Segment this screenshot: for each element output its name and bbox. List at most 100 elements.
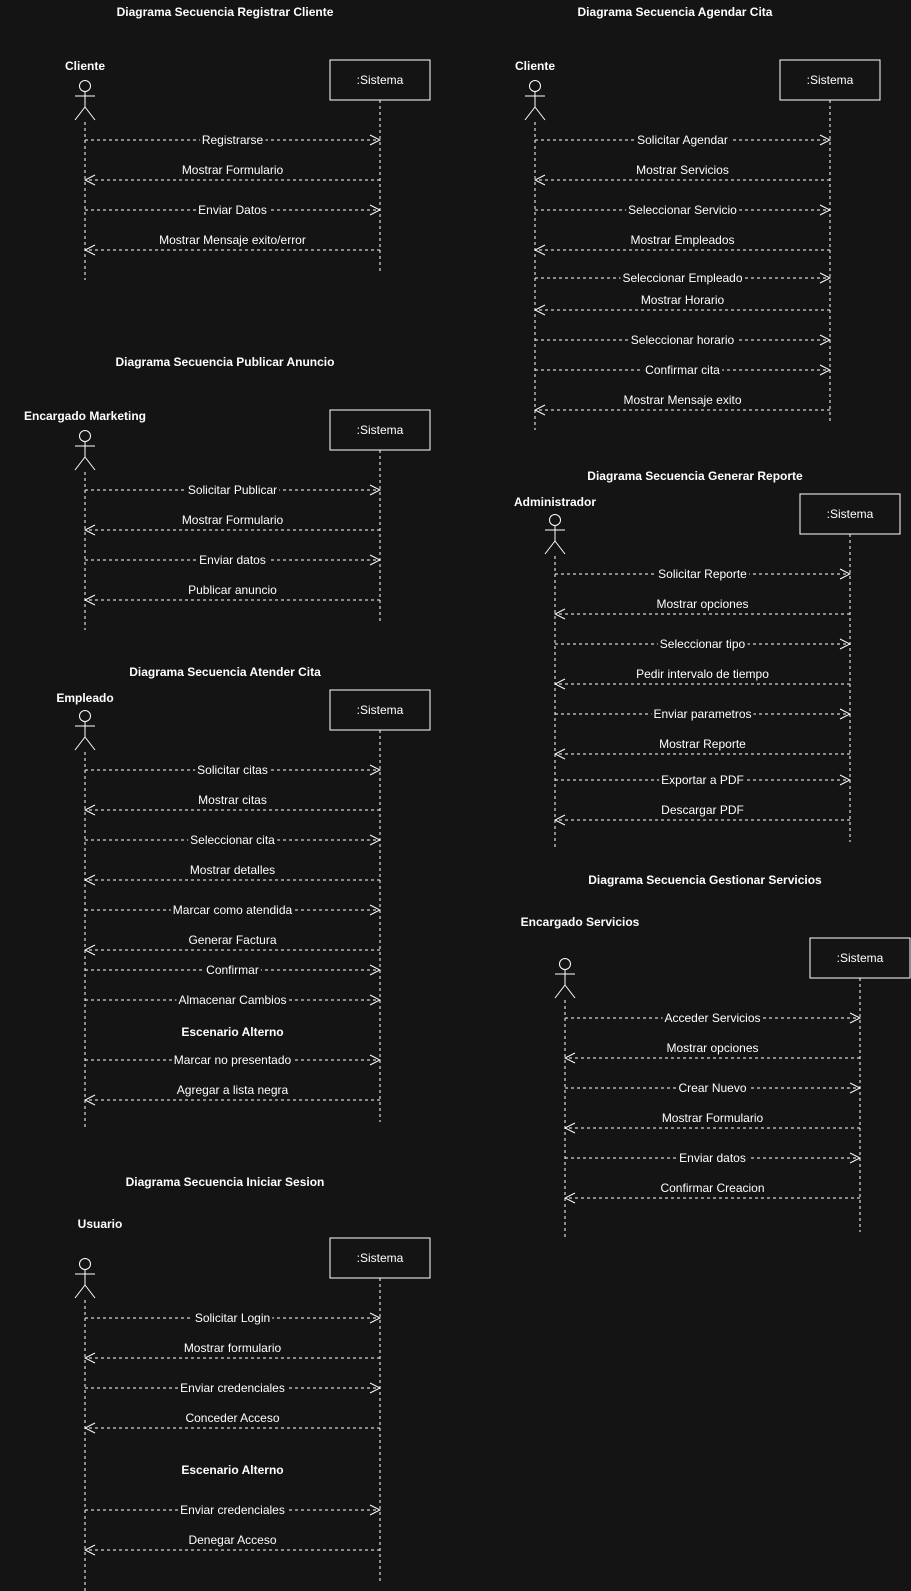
message: Mostrar Empleados bbox=[535, 233, 830, 250]
message-label: Conceder Acceso bbox=[185, 1411, 279, 1425]
message: Enviar parametros bbox=[555, 707, 850, 721]
sequence-diagram-agendar-cita: Diagrama Secuencia Agendar CitaCliente:S… bbox=[515, 5, 881, 430]
message: Conceder Acceso bbox=[85, 1411, 380, 1428]
sequence-diagram-publicar-anuncio: Diagrama Secuencia Publicar AnuncioEncar… bbox=[24, 355, 431, 630]
message-label-background bbox=[176, 993, 289, 1007]
message: Acceder Servicios bbox=[565, 1011, 860, 1025]
system-label: :Sistema bbox=[357, 73, 404, 87]
message: Enviar Datos bbox=[85, 203, 380, 217]
actor-stick-figure-icon bbox=[554, 958, 576, 999]
message-label-background bbox=[195, 763, 270, 777]
message-label: Enviar Datos bbox=[198, 203, 267, 217]
diagram-title: Diagrama Secuencia Atender Cita bbox=[129, 665, 321, 679]
actor-label: Encargado Servicios bbox=[521, 915, 640, 929]
message-label: Crear Nuevo bbox=[678, 1081, 746, 1095]
message: Mostrar Formulario bbox=[85, 163, 380, 180]
diagram-title: Diagrama Secuencia Gestionar Servicios bbox=[588, 873, 822, 887]
message-label: Enviar credenciales bbox=[180, 1503, 285, 1517]
alternate-scenario-label: Escenario Alterno bbox=[181, 1025, 283, 1039]
message-label: Mostrar Formulario bbox=[182, 513, 284, 527]
message-label-background bbox=[628, 333, 737, 347]
actor-label: Administrador bbox=[514, 495, 596, 509]
message: Enviar datos bbox=[85, 553, 380, 567]
message: Enviar credenciales bbox=[85, 1381, 380, 1395]
message-label: Generar Factura bbox=[188, 933, 276, 947]
message: Solicitar Publicar bbox=[85, 483, 380, 497]
message-label-background bbox=[626, 203, 740, 217]
message-label: Agregar a lista negra bbox=[177, 1083, 289, 1097]
message-label: Mostrar Mensaje exito bbox=[623, 393, 741, 407]
message: Enviar credenciales bbox=[85, 1503, 380, 1517]
message: Seleccionar Empleado bbox=[535, 271, 830, 285]
message-label-background bbox=[199, 133, 266, 147]
message: Mostrar opciones bbox=[565, 1041, 860, 1058]
actor-stick-figure-icon bbox=[74, 710, 96, 751]
alternate-scenario-label: Escenario Alterno bbox=[181, 1463, 283, 1477]
message-label-background bbox=[192, 1311, 273, 1325]
message: Agregar a lista negra bbox=[85, 1083, 380, 1100]
actor-label: Cliente bbox=[515, 59, 555, 73]
message: Solicitar citas bbox=[85, 763, 380, 777]
message: Mostrar formulario bbox=[85, 1341, 380, 1358]
message-label: Confirmar bbox=[206, 963, 259, 977]
message-label: Enviar datos bbox=[199, 553, 266, 567]
message: Confirmar bbox=[85, 963, 380, 977]
system-box bbox=[809, 937, 911, 979]
actor-label: Empleado bbox=[56, 691, 113, 705]
message-label: Mostrar opciones bbox=[656, 597, 748, 611]
message-label: Solicitar Reporte bbox=[658, 567, 747, 581]
message-label: Seleccionar Servicio bbox=[628, 203, 737, 217]
message-label: Solicitar Agendar bbox=[637, 133, 728, 147]
message-label: Publicar anuncio bbox=[188, 583, 277, 597]
message-label: Almacenar Cambios bbox=[178, 993, 286, 1007]
system-box bbox=[329, 59, 431, 101]
message-label-background bbox=[635, 133, 730, 147]
message: Mostrar Mensaje exito bbox=[535, 393, 830, 410]
message-label: Mostrar Mensaje exito/error bbox=[159, 233, 306, 247]
diagram-title: Diagrama Secuencia Agendar Cita bbox=[578, 5, 773, 19]
message-label-background bbox=[204, 963, 261, 977]
message: Almacenar Cambios bbox=[85, 993, 380, 1007]
message-label-background bbox=[676, 1081, 749, 1095]
message: Enviar datos bbox=[565, 1151, 860, 1165]
message-label: Mostrar Empleados bbox=[630, 233, 734, 247]
message: Pedir intervalo de tiempo bbox=[555, 667, 850, 684]
message-label-background bbox=[651, 707, 754, 721]
message: Solicitar Reporte bbox=[555, 567, 850, 581]
message: Exportar a PDF bbox=[555, 773, 850, 787]
actor-label: Cliente bbox=[65, 59, 105, 73]
message-label-background bbox=[196, 203, 269, 217]
message-label: Mostrar Formulario bbox=[662, 1111, 764, 1125]
message-label-background bbox=[657, 637, 748, 651]
message-label: Mostrar Reporte bbox=[659, 737, 746, 751]
message-label: Seleccionar tipo bbox=[660, 637, 746, 651]
sequence-diagram-registrar-cliente: Diagrama Secuencia Registrar ClienteClie… bbox=[65, 5, 431, 280]
message: Mostrar Servicios bbox=[535, 163, 830, 180]
message-label: Enviar credenciales bbox=[180, 1381, 285, 1395]
message-label-background bbox=[677, 1151, 748, 1165]
actor-stick-figure-icon bbox=[74, 430, 96, 471]
message-label-background bbox=[659, 773, 746, 787]
message: Registrarse bbox=[85, 133, 380, 147]
actor-label: Encargado Marketing bbox=[24, 409, 146, 423]
message: Crear Nuevo bbox=[565, 1081, 860, 1095]
actor-stick-figure-icon bbox=[74, 80, 96, 121]
message: Seleccionar horario bbox=[535, 333, 830, 347]
message: Seleccionar tipo bbox=[555, 637, 850, 651]
message-label: Mostrar Servicios bbox=[636, 163, 729, 177]
message: Mostrar Formulario bbox=[565, 1111, 860, 1128]
actor-stick-figure-icon bbox=[544, 514, 566, 555]
message-label-background bbox=[178, 1381, 287, 1395]
message: Solicitar Agendar bbox=[535, 133, 830, 147]
message: Confirmar cita bbox=[535, 363, 830, 377]
message: Seleccionar cita bbox=[85, 833, 380, 847]
message-label: Mostrar Horario bbox=[641, 293, 725, 307]
message-label-background bbox=[185, 483, 280, 497]
message-label-background bbox=[170, 903, 295, 917]
message: Publicar anuncio bbox=[85, 583, 380, 600]
message-label: Mostrar citas bbox=[198, 793, 267, 807]
message: Mostrar Formulario bbox=[85, 513, 380, 530]
message-label: Solicitar Login bbox=[195, 1311, 270, 1325]
message-label: Confirmar Creacion bbox=[660, 1181, 764, 1195]
